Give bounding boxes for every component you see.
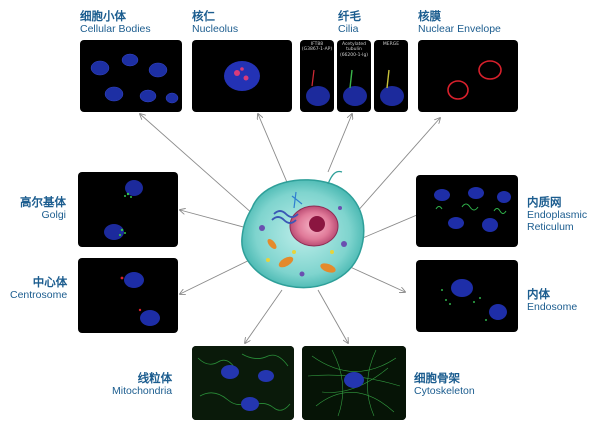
label-mitochondria: 线粒体 Mitochondria [112, 371, 173, 398]
panel-endosome [416, 260, 518, 332]
label-endosome: 内体 Endosome [527, 287, 578, 314]
label-cellular-bodies: 细胞小体 Cellular Bodies [80, 9, 151, 36]
panel-cytoskeleton [302, 346, 406, 420]
panel-er [416, 175, 518, 247]
arrow-cellular-bodies [140, 114, 263, 223]
arrow-er [357, 212, 424, 241]
label-cytoskeleton: 细胞骨架 Cytoskeleton [414, 371, 475, 398]
label-golgi: 高尔基体 Golgi [20, 195, 66, 222]
panel-nuclear-envelope [418, 40, 518, 112]
arrow-endosome [347, 265, 405, 292]
arrow-mitochondria [245, 289, 283, 343]
label-er: 内质网 Endoplasmic Reticulum [527, 195, 588, 234]
label-nuclear-envelope: 核膜 Nuclear Envelope [418, 9, 501, 36]
panel-centrosome [78, 258, 178, 333]
cilia-caption-2: Acetylated tubulin (66200-1-Ig) [339, 42, 369, 58]
arrow-nuclear-envelope [347, 118, 440, 223]
panel-golgi [78, 172, 178, 247]
panel-nucleolus [192, 40, 292, 112]
label-centrosome: 中心体 Centrosome [10, 275, 68, 302]
panel-cellular-bodies [80, 40, 182, 112]
panel-cilia-tubulin: Acetylated tubulin (66200-1-Ig) [337, 40, 371, 112]
panel-mitochondria [192, 346, 294, 420]
label-cilia: 纤毛 Cilia [338, 9, 361, 36]
cilia-caption-1: IFT88 (G3867-1-AP) [301, 42, 333, 53]
panel-cilia-ift88: IFT88 (G3867-1-AP) [300, 40, 334, 112]
arrow-cytoskeleton [317, 289, 348, 343]
panel-cilia-merge: MERGE [374, 40, 408, 112]
cilia-caption-3: MERGE [382, 42, 400, 47]
arrow-cilia [327, 114, 352, 173]
cell-illustration [241, 170, 365, 289]
label-nucleolus: 核仁 Nucleolus [192, 9, 239, 36]
